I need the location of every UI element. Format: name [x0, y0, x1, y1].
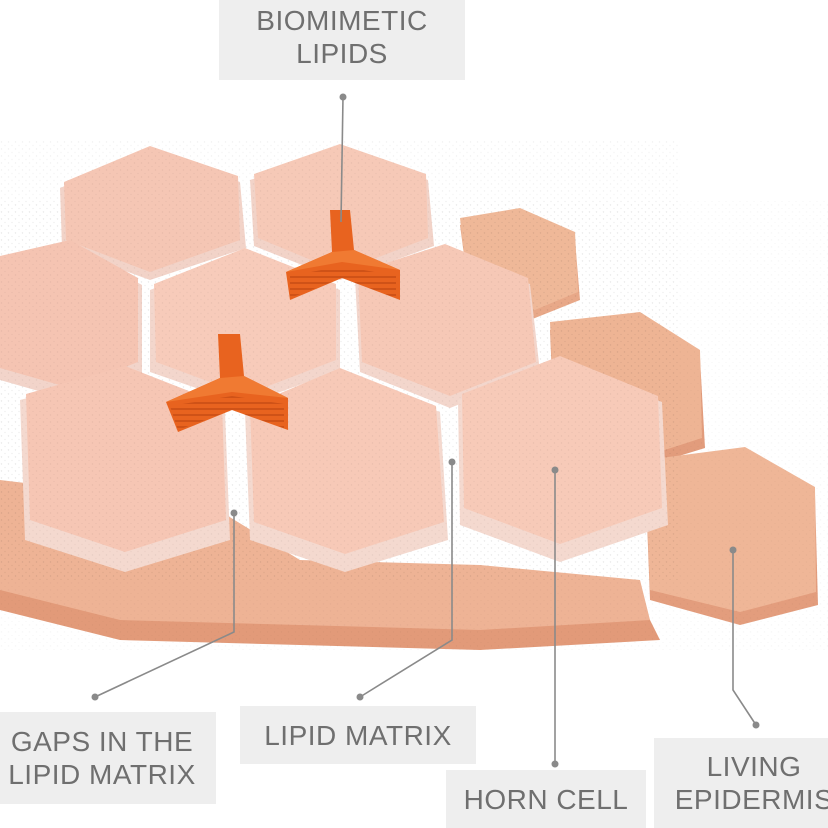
label-gaps-in-lipid-matrix: GAPS IN THE LIPID MATRIX	[0, 712, 216, 804]
leader-living-epidermis	[732, 550, 757, 726]
leader-dot-horn-bottom	[551, 760, 559, 768]
label-living-epidermis-line-1: LIVING	[706, 751, 802, 782]
leader-dot-lipid-bottom	[356, 693, 364, 701]
label-horn-cell-text: HORN CELL	[463, 783, 629, 815]
leader-dot-horn-top	[551, 466, 559, 474]
leader-dot-gaps-bottom	[91, 693, 99, 701]
leader-dot-living-top	[729, 546, 737, 554]
horn-cell-layer	[0, 140, 680, 580]
label-lipid-matrix-text: LIPID MATRIX	[264, 719, 452, 751]
lipid-connector-upper	[286, 210, 400, 300]
leader-dot-biomimetic	[339, 93, 347, 101]
label-horn-cell: HORN CELL	[446, 770, 646, 828]
leader-biomimetic-lipids	[340, 96, 344, 223]
horn-texture	[0, 140, 680, 580]
leader-gaps	[94, 513, 235, 698]
label-biomimetic-lipids-line-2: LIPIDS	[296, 38, 388, 69]
label-gaps-line-1: GAPS IN THE	[10, 726, 194, 757]
label-biomimetic-lipids-line-1: BIOMIMETIC	[256, 5, 428, 36]
leader-dot-lipid-top	[448, 458, 456, 466]
leader-lipid-matrix	[359, 462, 453, 698]
label-gaps-line-2: LIPID MATRIX	[8, 759, 196, 790]
leader-lines	[91, 93, 760, 768]
label-living-epidermis-line-2: EPIDERMIS	[674, 784, 828, 815]
label-living-epidermis: LIVING EPIDERMIS	[654, 738, 828, 828]
lipid-connector-lower	[166, 334, 288, 432]
leader-dot-gaps-top	[230, 509, 238, 517]
biomimetic-lipids	[166, 210, 400, 432]
label-lipid-matrix: LIPID MATRIX	[240, 706, 476, 764]
leader-dot-living-bottom	[752, 721, 760, 729]
label-biomimetic-lipids: BIOMIMETIC LIPIDS	[219, 0, 465, 80]
